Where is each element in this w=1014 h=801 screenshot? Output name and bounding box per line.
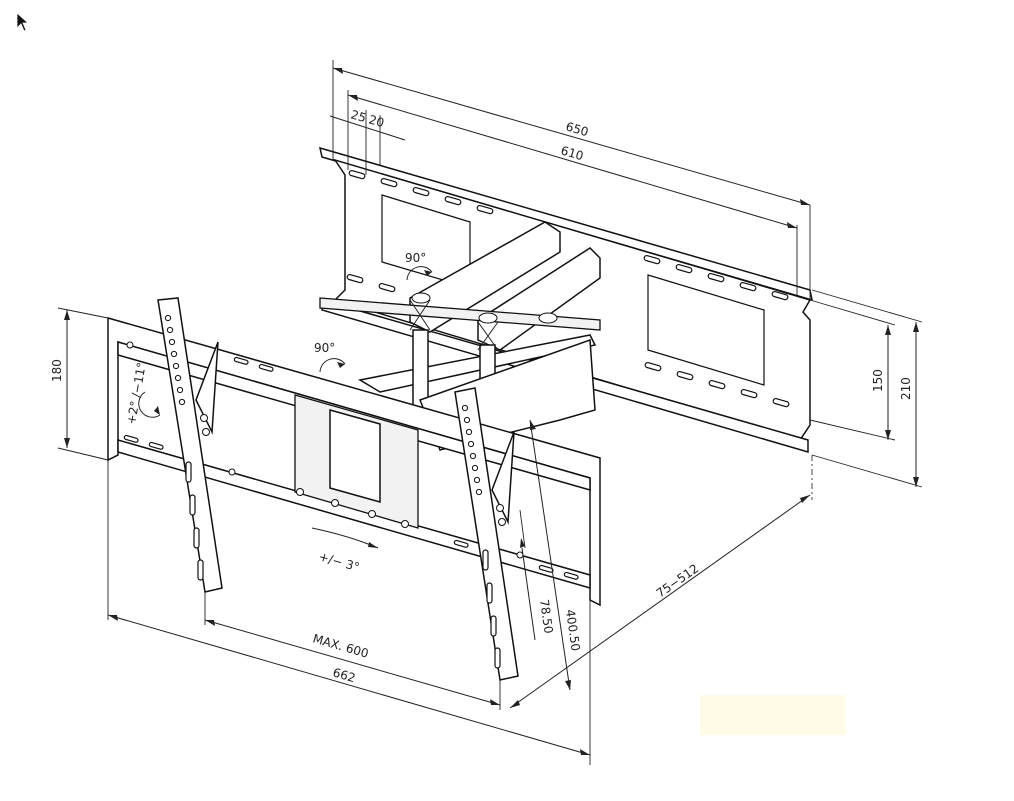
dim-662: 662 [331,665,357,685]
dim-78-50: 78.50 [537,598,556,634]
mouse-pointer-icon [16,12,30,32]
dim-400-50: 400.50 [563,608,583,652]
wall-plate-window-right [647,274,765,386]
dim-rotation: +/− 3° [317,549,361,574]
tv-bracket-left [157,297,223,593]
tv-bracket-right [454,387,519,681]
dim-180: 180 [50,359,64,382]
dim-max-600: MAX. 600 [311,631,370,660]
dim-25: 25 [349,107,368,125]
tv-plate-holes [126,341,524,559]
highlight-box [700,695,846,735]
dim-90-bottom: 90° [314,341,335,355]
tv-plate [107,317,601,607]
dim-610: 610 [559,143,585,163]
dim-210: 210 [899,377,913,400]
wall-plate-bottom-slots [346,273,790,408]
tv-plate-slots [123,356,579,580]
wall-plate-top-slots [348,169,789,301]
dim-90-top: 90° [405,251,426,265]
wall-plate [318,146,813,454]
dim-150: 150 [871,369,885,392]
dim-75-512: 75−512 [654,561,702,600]
dimension-lines [57,60,923,765]
dim-tilt: +2° /−11° [124,361,149,425]
dim-650: 650 [564,119,590,139]
dim-20: 20 [367,112,386,130]
